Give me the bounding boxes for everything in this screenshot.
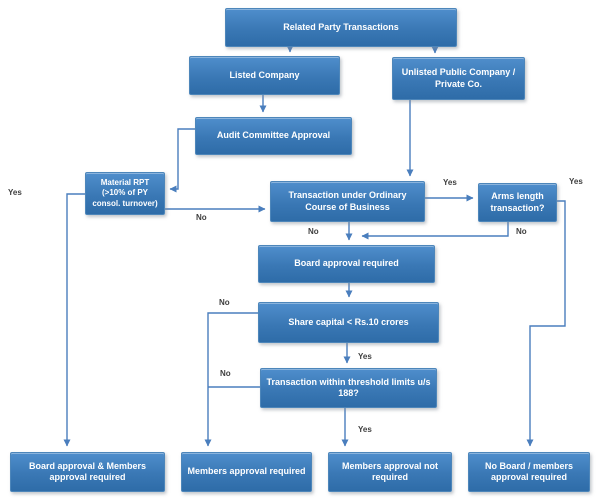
node-outcome-members-approval-not-required: Members approval not required (328, 452, 452, 492)
edge-label-ordinary-yes: Yes (443, 178, 457, 187)
node-unlisted-public-company: Unlisted Public Company / Private Co. (392, 57, 525, 100)
node-outcome-board-and-members-approval: Board approval & Members approval requir… (10, 452, 165, 492)
edge-label-sharecap-no: No (219, 298, 230, 307)
node-outcome-no-approval: No Board / members approval required (468, 452, 590, 492)
node-related-party-transactions: Related Party Transactions (225, 8, 457, 47)
node-board-approval-required: Board approval required (258, 245, 435, 283)
edge-label-threshold-yes: Yes (358, 425, 372, 434)
edge-label-material-no: No (196, 213, 207, 222)
edge-label-arms-yes: Yes (569, 177, 583, 186)
edge-label-sharecap-yes: Yes (358, 352, 372, 361)
node-ordinary-course-of-business: Transaction under Ordinary Course of Bus… (270, 181, 425, 222)
edge-label-ordinary-no: No (308, 227, 319, 236)
node-material-rpt: Material RPT (>10% of PY consol. turnove… (85, 172, 165, 215)
node-listed-company: Listed Company (189, 56, 340, 95)
node-threshold-limits: Transaction within threshold limits u/s … (260, 368, 437, 408)
edge-label-threshold-no: No (220, 369, 231, 378)
node-outcome-members-approval: Members approval required (181, 452, 312, 492)
node-share-capital: Share capital < Rs.10 crores (258, 302, 439, 343)
edge-label-material-yes: Yes (8, 188, 22, 197)
edge-label-arms-no: No (516, 227, 527, 236)
node-arms-length-transaction: Arms length transaction? (478, 183, 557, 222)
node-audit-committee-approval: Audit Committee Approval (195, 117, 352, 155)
